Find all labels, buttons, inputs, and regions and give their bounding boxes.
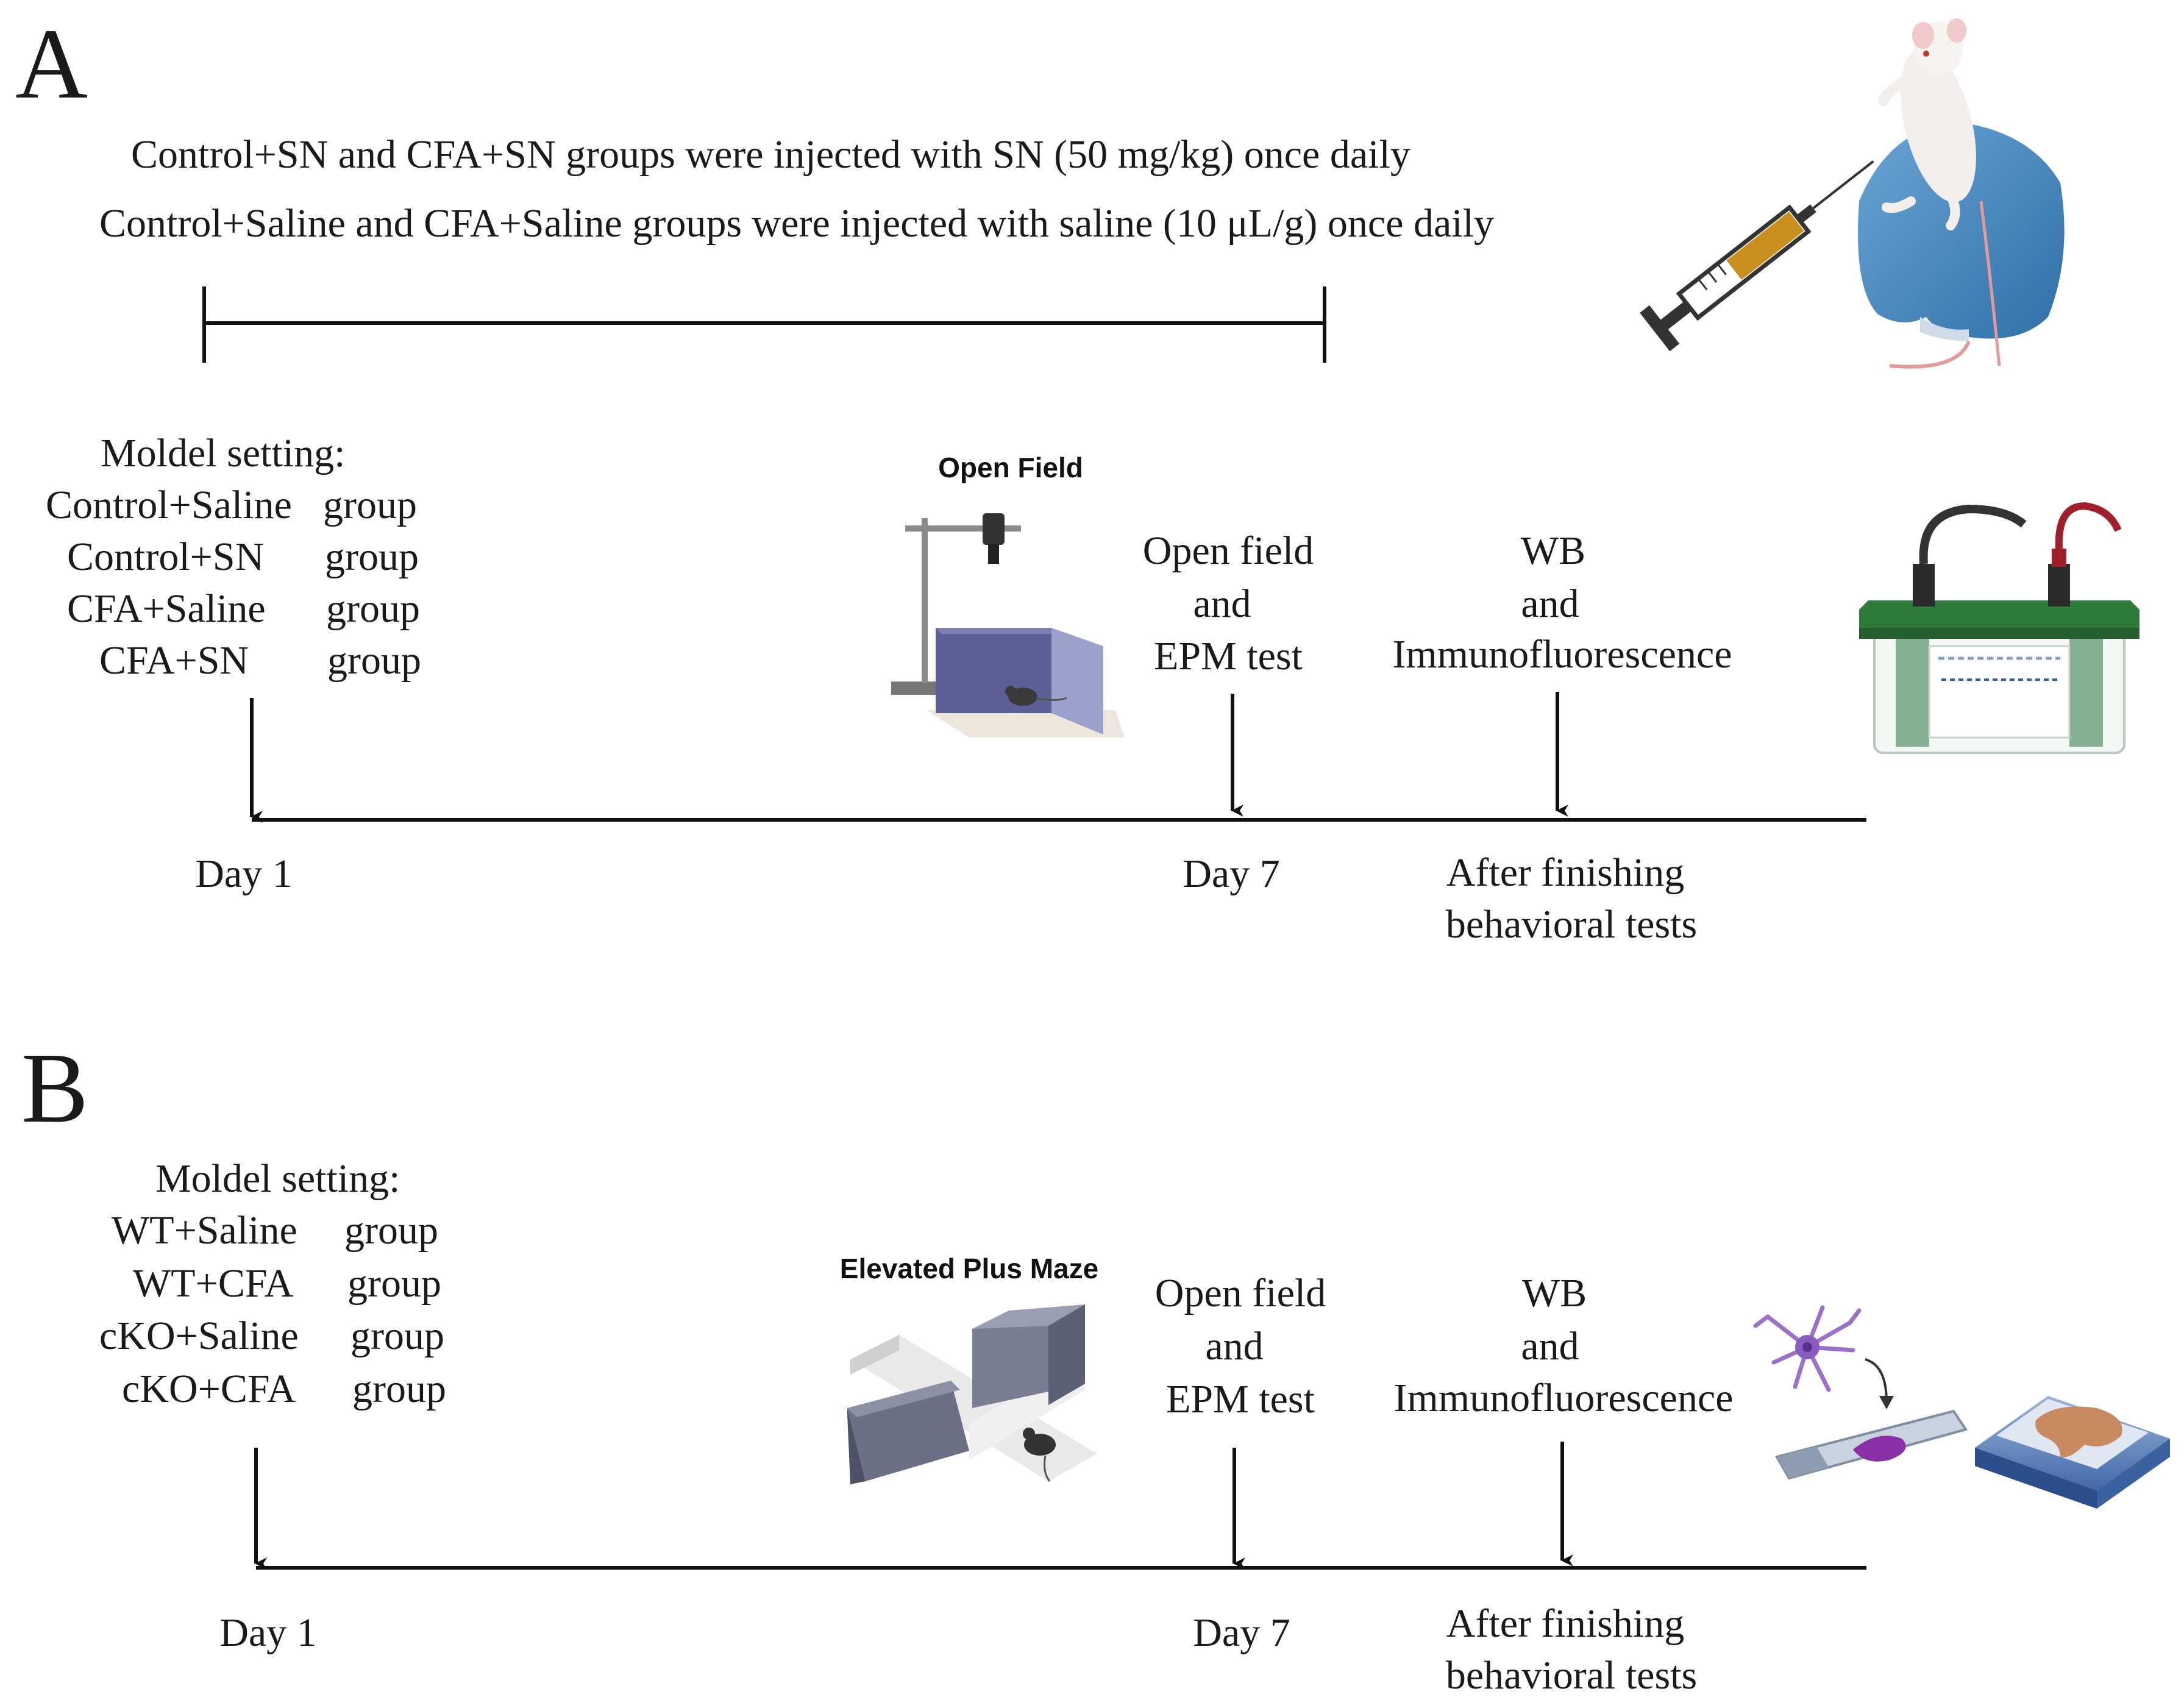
immunofluorescence-slide-icon xyxy=(1753,1305,1968,1480)
group-name: Control+SN xyxy=(67,535,264,579)
open-field-label: Open Field xyxy=(938,452,1083,483)
group-suffix: group xyxy=(323,483,417,527)
timeline-label: After finishing xyxy=(1446,850,1684,895)
panel-b: B Moldel setting: WT+Saline group WT+CFA… xyxy=(21,1032,2170,1698)
open-field-apparatus-icon xyxy=(891,513,1125,738)
group-suffix: group xyxy=(347,1261,441,1306)
test-label-line: and xyxy=(1205,1324,1263,1368)
assay-label-line: Immunofluorescence xyxy=(1392,632,1732,677)
panel-b-letter: B xyxy=(21,1032,88,1144)
test-label-line: Open field xyxy=(1155,1271,1326,1315)
test-label-line: Open field xyxy=(1143,528,1314,573)
tissue-tray-icon xyxy=(1975,1396,2170,1509)
test-label-line: and xyxy=(1193,582,1251,626)
timeline-label: Day 7 xyxy=(1183,852,1279,896)
assay-label-line: Immunofluorescence xyxy=(1393,1376,1733,1420)
group-list: WT+Saline group WT+CFA group cKO+Saline … xyxy=(99,1208,446,1411)
assay-label-line: WB xyxy=(1522,1271,1587,1315)
group-name: Control+Saline xyxy=(46,483,292,527)
group-name: WT+CFA xyxy=(133,1261,294,1306)
timeline-label: Day 1 xyxy=(219,1610,316,1655)
mouse-injection-icon xyxy=(1640,18,2065,369)
group-suffix: group xyxy=(325,535,419,579)
model-setting-title: Moldel setting: xyxy=(101,431,345,475)
group-name: CFA+Saline xyxy=(67,586,266,631)
group-suffix: group xyxy=(350,1314,444,1358)
model-setting-title: Moldel setting: xyxy=(155,1156,400,1201)
test-label-line: EPM test xyxy=(1166,1377,1315,1422)
group-suffix: group xyxy=(327,638,421,683)
assay-label-line: WB xyxy=(1521,528,1585,573)
elevated-plus-maze-icon xyxy=(847,1304,1097,1484)
timeline-label: behavioral tests xyxy=(1446,1653,1697,1698)
timeline-label: Day 7 xyxy=(1193,1610,1290,1655)
group-name: cKO+CFA xyxy=(122,1367,296,1411)
timeline-label: behavioral tests xyxy=(1446,902,1697,947)
western-blot-tank-icon xyxy=(1859,502,2140,754)
group-name: WT+Saline xyxy=(112,1208,297,1253)
elevated-plus-maze-label: Elevated Plus Maze xyxy=(840,1253,1098,1284)
group-suffix: group xyxy=(326,586,420,631)
treatment-period-bracket xyxy=(202,286,1326,363)
group-name: CFA+SN xyxy=(99,638,249,683)
test-label-line: EPM test xyxy=(1154,634,1303,678)
injection-sn-text: Control+SN and CFA+SN groups were inject… xyxy=(131,132,1410,177)
injection-saline-text: Control+Saline and CFA+Saline groups wer… xyxy=(99,201,1494,246)
group-suffix: group xyxy=(344,1208,438,1253)
assay-label-line: and xyxy=(1521,1324,1579,1368)
timeline-label: Day 1 xyxy=(195,852,292,896)
assay-label-line: and xyxy=(1521,582,1579,626)
group-suffix: group xyxy=(352,1367,446,1411)
group-list: Control+Saline group Control+SN group CF… xyxy=(46,483,421,683)
panel-a: A Control+SN and CFA+SN groups were inje… xyxy=(15,8,2140,947)
panel-a-letter: A xyxy=(15,8,88,119)
timeline-label: After finishing xyxy=(1446,1601,1684,1646)
group-name: cKO+Saline xyxy=(99,1314,299,1358)
